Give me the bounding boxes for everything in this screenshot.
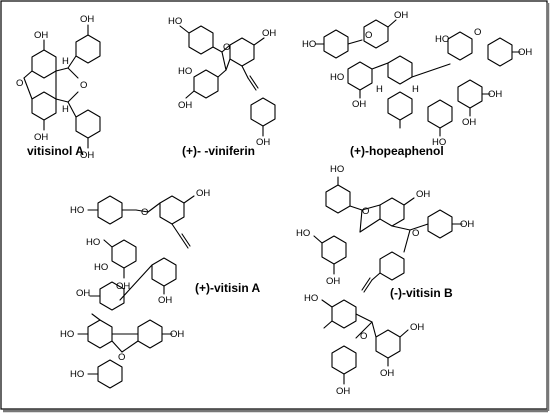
atom-label: OH [416,189,430,200]
atom-label: HO [435,34,449,45]
atom-label: OH [158,295,172,306]
atom-label: OH [394,10,408,21]
atom-label: OH [336,386,350,397]
atom-label: OH [326,276,340,287]
atom-label: OH [196,188,210,199]
atom-label: OH [76,288,90,299]
caption-vitisinol-a: vitisinol A [27,144,84,158]
atom-label: HO [70,205,84,216]
atom-label: HO [330,72,344,83]
atom-label: HO [94,262,108,273]
atom-label: H [62,56,69,67]
atom-label: H [62,104,69,115]
atom-label: HO [296,228,310,239]
atom-label: O [118,352,125,363]
atom-label: OH [462,117,476,128]
atom-label: OH [34,132,48,143]
atom-label: OH [178,100,192,111]
atom-label: OH [488,89,502,100]
atom-label: H [412,84,419,95]
atom-label: HO [70,369,84,380]
atom-label: HO [432,137,446,148]
atom-label: OH [34,30,48,41]
atom-label: HO [86,237,100,248]
atom-label: O [141,207,148,218]
atom-label: HO [168,16,182,27]
atom-label: OH [170,329,184,340]
atom-label: OH [116,281,130,292]
atom-label: OH [256,137,270,148]
atom-label: HO [60,329,74,340]
atom-label: OH [518,47,532,58]
atom-label: O [223,42,230,53]
caption-vitisin-a: (+)-vitisin A [195,281,261,295]
atom-label: OH [80,14,94,25]
atom-label: OH [352,99,366,110]
atom-label: HO [178,66,192,77]
atom-label: H [376,84,383,95]
atom-label: O [365,30,372,41]
atom-label: OH [460,219,474,230]
atom-label: O [360,331,367,342]
atom-label: OH [380,368,394,379]
atom-label: O [412,228,419,239]
atom-label: HO [302,39,316,50]
atom-label: O [362,206,369,217]
atom-label: O [16,78,23,89]
atom-label: HO [330,164,344,175]
atom-label: O [474,27,481,38]
atom-label: OH [80,150,94,161]
atom-label: OH [410,322,424,333]
atom-label: HO [304,293,318,304]
atom-label: OH [262,28,276,39]
caption-hopeaphenol: (+)-hopeaphenol [350,144,444,158]
atom-label: O [80,80,87,91]
caption-viniferin: (+)- -viniferin [182,144,256,158]
caption-vitisin-b: (-)-vitisin B [390,286,453,300]
